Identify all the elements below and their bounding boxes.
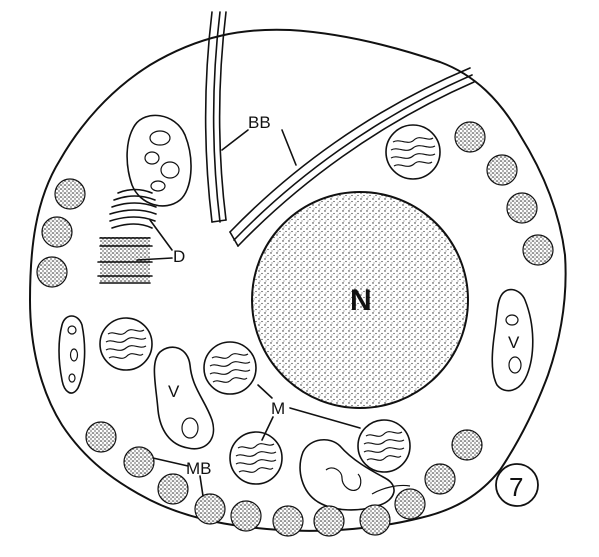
mitochondrion-1 <box>385 124 441 180</box>
basal-body-label: BB <box>248 113 271 132</box>
desmosome-lower <box>97 237 153 284</box>
desmosome-upper <box>109 188 157 229</box>
vacuole-left <box>153 346 215 450</box>
desmosome-label: D <box>173 247 185 266</box>
microbody <box>506 192 538 224</box>
microbody <box>85 421 117 453</box>
microbody <box>157 473 189 505</box>
microbody <box>194 493 226 525</box>
microbody <box>359 504 391 536</box>
microbody <box>394 488 426 520</box>
microbody <box>313 505 345 537</box>
basal-body-right <box>229 67 475 247</box>
microbody <box>54 178 86 210</box>
microbodies <box>36 121 554 537</box>
microbodies-label: MB <box>186 459 212 478</box>
vacuole-small-left <box>58 315 86 394</box>
vacuole-upper-left <box>126 114 192 207</box>
nucleus <box>251 191 469 409</box>
microbody <box>451 429 483 461</box>
mitochondria-label: M <box>271 399 285 418</box>
mitochondrion-4 <box>229 431 283 485</box>
microbody <box>230 500 262 532</box>
figure-number-label: 7 <box>509 472 523 502</box>
vacuole-right <box>491 288 534 392</box>
nucleus-label: N <box>350 284 372 317</box>
vacuole-lower <box>299 439 411 511</box>
microbody <box>36 256 68 288</box>
mitochondrion-2 <box>99 317 153 371</box>
mitochondrion-5 <box>357 419 411 473</box>
mitochondrion-3 <box>203 341 257 395</box>
figure-number-circle <box>495 463 539 507</box>
basal-body-left <box>204 11 227 223</box>
microbody <box>486 154 518 186</box>
vacuole-left-label: V <box>168 382 180 401</box>
microbody <box>424 463 456 495</box>
microbody <box>41 216 73 248</box>
microbody <box>123 446 155 478</box>
microbody <box>454 121 486 153</box>
leader-lines <box>136 129 361 497</box>
microbody <box>272 505 304 537</box>
microbody <box>522 234 554 266</box>
vacuole-right-label: V <box>508 333 520 352</box>
